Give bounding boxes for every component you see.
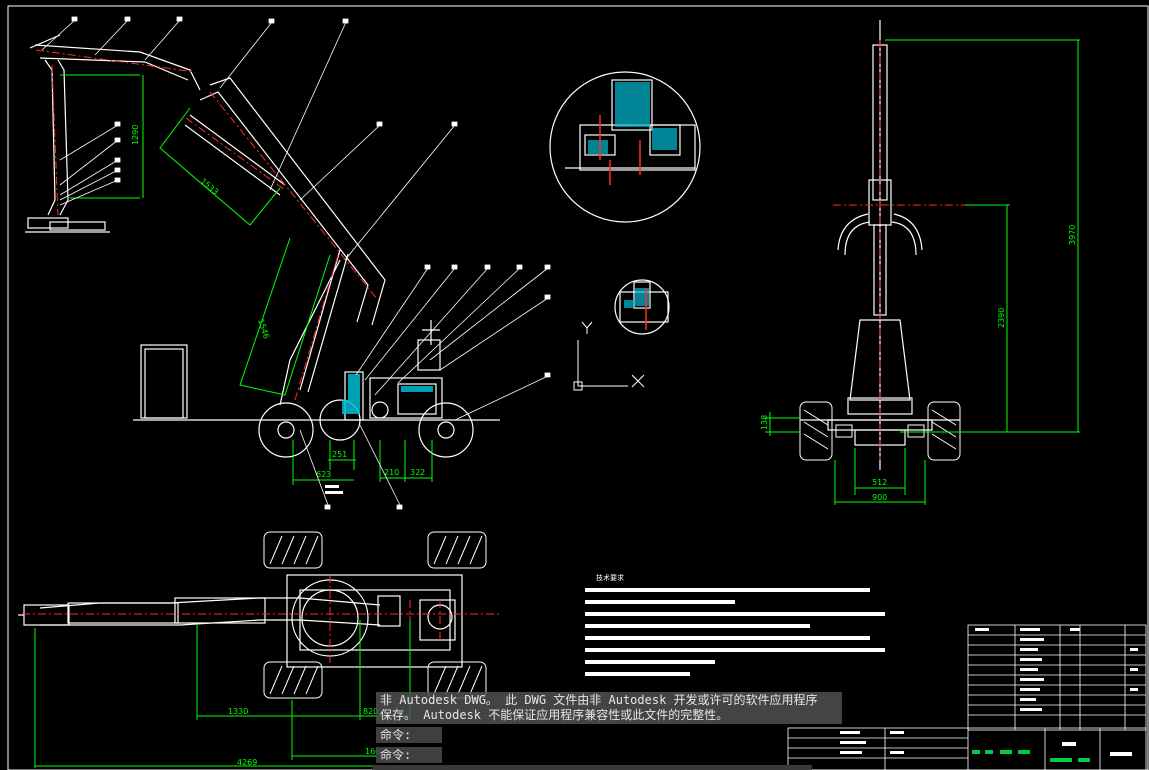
command-input-bar[interactable]: [372, 765, 812, 770]
dim-wheel-offset: 251: [332, 450, 347, 459]
small-label-block: [325, 485, 343, 494]
dim-rear-gap: 210: [384, 468, 399, 477]
dim-lower-arm: 1533: [199, 177, 220, 197]
side-view: [25, 34, 500, 458]
dim-height-mid: 2390: [997, 308, 1006, 328]
warning-line-1: 非 Autodesk DWG。 此 DWG 文件由非 Autodesk 开发或许…: [380, 693, 818, 707]
notes-title: 技术要求: [596, 573, 624, 582]
dim-total-length: 4269: [237, 758, 257, 767]
front-view-dimensions: [765, 39, 1080, 505]
drawing-border: [7, 5, 1149, 770]
front-view-wheels: [799, 401, 961, 461]
dim-body-offset: 820: [363, 707, 378, 716]
front-view-dim-text: 3970 2390 138 512 900: [760, 225, 1077, 502]
dim-upper-arm: 1290: [131, 125, 140, 145]
ucs-icon: [573, 321, 645, 391]
top-view-wheels: [263, 531, 487, 699]
dim-arm-length: 1330: [228, 707, 248, 716]
dim-cylinder: 1546: [256, 318, 271, 340]
dwg-warning-message: 非 Autodesk DWG。 此 DWG 文件由非 Autodesk 开发或许…: [376, 692, 842, 724]
top-view: [18, 574, 463, 668]
title-block-fills: [840, 628, 1138, 756]
detail-large-bolts: [599, 115, 641, 185]
dim-track-inner: 512: [872, 478, 887, 487]
detail-large-hatch: [588, 82, 677, 154]
warning-line-2: 保存。 Autodesk 不能保证应用程序兼容性或此文件的完整性。: [380, 708, 729, 722]
dim-track-outer: 900: [872, 493, 887, 502]
command-history-line-1: 命令:: [376, 727, 442, 743]
technical-notes: 技术要求: [585, 573, 885, 676]
front-view-centerlines: [833, 40, 965, 460]
leader-lines: [41, 16, 551, 510]
top-view-dim-text: 1330 820 4269 166: [228, 707, 380, 767]
dim-wheel-height: 138: [760, 415, 769, 430]
side-view-dimensions: [60, 74, 433, 485]
command-prompt[interactable]: 命令:: [376, 747, 442, 763]
side-view-dim-text: 1290 1533 1546 251 623 210 322: [131, 125, 425, 479]
side-view-centerlines: [35, 49, 379, 401]
dim-height-total: 3970: [1068, 225, 1077, 245]
dim-base-length: 623: [316, 470, 331, 479]
dim-rear-length: 322: [410, 468, 425, 477]
side-view-hatch: [342, 374, 433, 414]
title-block-green: [972, 750, 1090, 762]
dim-rear-gap: 166: [365, 747, 380, 756]
title-block: [787, 624, 1147, 770]
